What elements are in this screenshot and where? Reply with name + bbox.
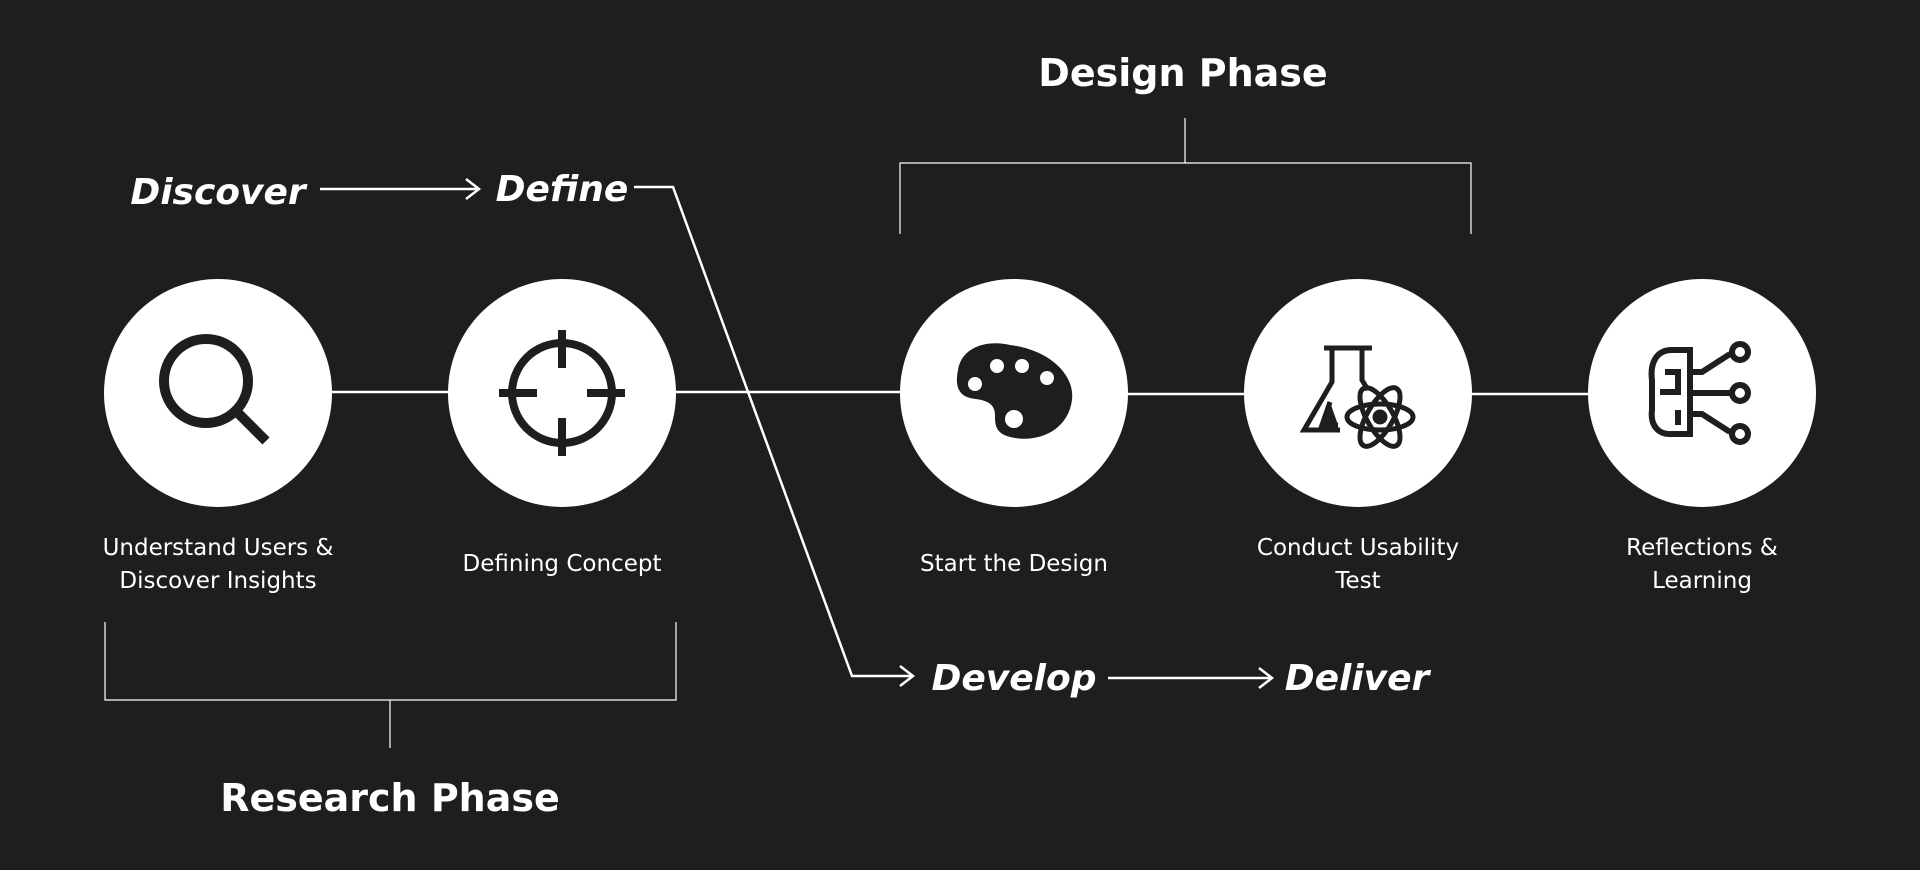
step-label-1b: Discover Insights	[119, 568, 316, 594]
step-label-3: Start the Design	[920, 551, 1108, 577]
stage-develop: Develop	[931, 658, 1096, 699]
step-crosshair	[448, 279, 676, 507]
research-phase-title: Research Phase	[220, 776, 560, 820]
step-label-5a: Reflections &	[1626, 535, 1778, 561]
step-label-4b: Test	[1334, 568, 1380, 594]
step-flask	[1244, 279, 1472, 507]
palette-icon	[956, 343, 1073, 439]
step-search	[104, 279, 332, 507]
stage-discover: Discover	[130, 172, 308, 213]
step-palette	[900, 279, 1128, 507]
step-label-4a: Conduct Usability	[1257, 535, 1459, 561]
stage-define: Define	[496, 169, 629, 210]
step-label-5b: Learning	[1652, 568, 1752, 594]
flask-atom-icon	[1299, 345, 1416, 449]
crosshair-icon	[499, 330, 625, 456]
stage-deliver: Deliver	[1285, 658, 1432, 699]
arrow-define-develop	[634, 185, 916, 687]
step-label-1a: Understand Users &	[103, 535, 334, 561]
step-brain	[1588, 279, 1816, 507]
step-label-2: Defining Concept	[463, 551, 662, 577]
step-connectors	[330, 390, 1590, 396]
arrow-discover-define	[320, 178, 482, 200]
arrow-develop-deliver	[1108, 667, 1275, 689]
design-phase-title: Design Phase	[1038, 51, 1327, 95]
research-phase-bracket	[104, 622, 677, 748]
design-phase-bracket	[899, 118, 1472, 234]
search-icon	[159, 334, 270, 445]
brain-circuit-icon	[1648, 341, 1751, 445]
